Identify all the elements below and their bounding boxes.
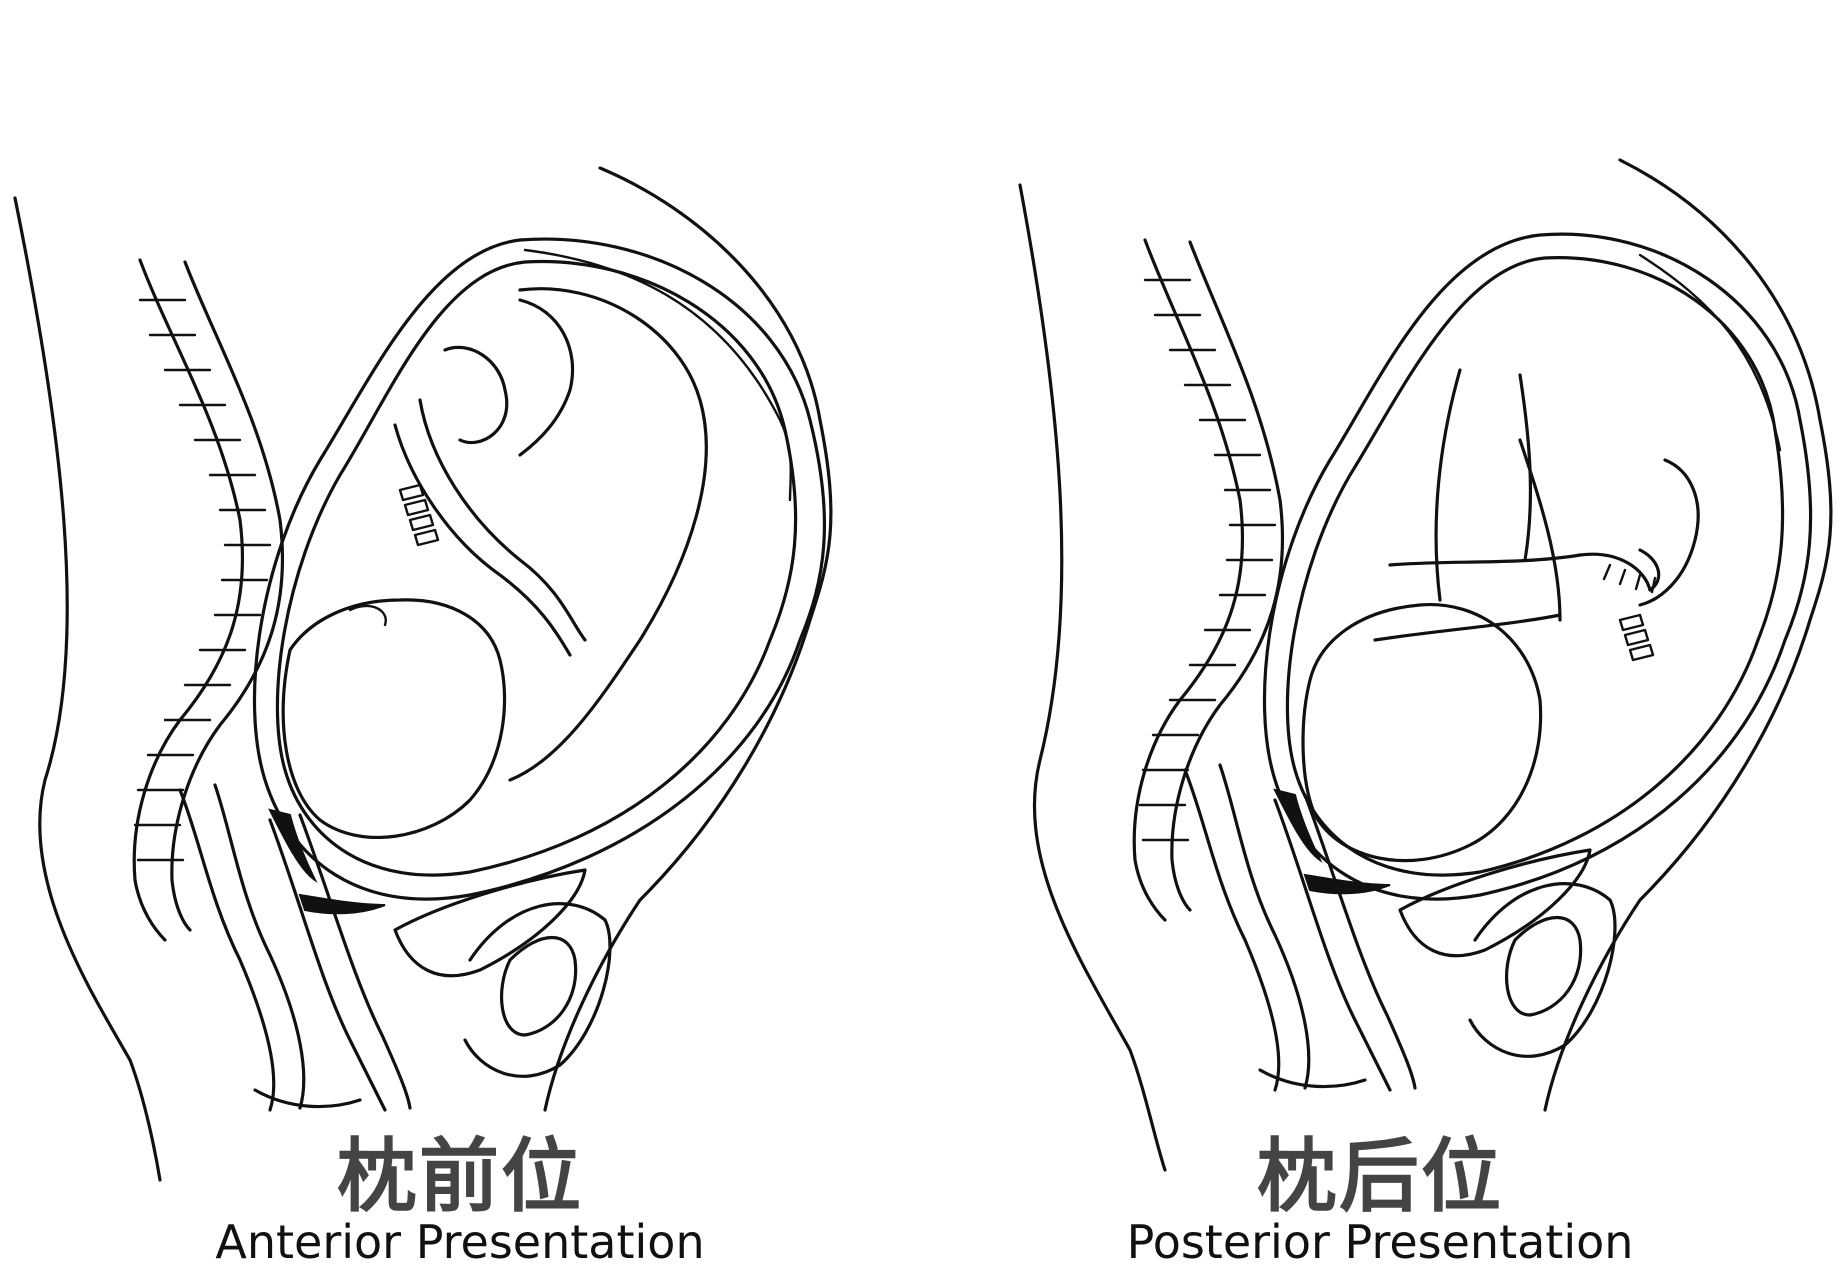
caption-en: Anterior Presentation — [215, 1215, 705, 1269]
perineum — [1258, 1068, 1367, 1089]
back-outline — [1018, 183, 1167, 1172]
fetal-arm-2 — [393, 423, 572, 657]
abdomen-outline — [1543, 158, 1833, 1112]
anterior-presentation-figure: 枕前位 Anterior Presentation — [13, 166, 833, 1269]
pubic-bone-outer — [1468, 882, 1617, 1058]
vagina-inner — [1303, 793, 1417, 1090]
fetal-trunk — [1434, 368, 1562, 622]
fetal-arm — [1388, 552, 1652, 592]
fetal-ear — [348, 604, 387, 627]
cervix — [1273, 788, 1323, 863]
placenta-line — [523, 248, 792, 502]
fetal-arm-2 — [1373, 613, 1562, 642]
cervix-2 — [1303, 873, 1391, 895]
uterus-outer — [1262, 232, 1813, 901]
rectum-outer — [178, 788, 276, 1112]
caption-en: Posterior Presentation — [1126, 1215, 1634, 1269]
bladder — [393, 868, 587, 978]
fetal-leg — [1638, 458, 1700, 607]
vagina-inner — [298, 813, 412, 1110]
placenta-line — [1638, 253, 1782, 452]
uterus-outer — [252, 237, 827, 901]
uterus-inner — [275, 259, 798, 877]
rectum-outer — [1183, 768, 1281, 1092]
anterior-presentation-drawing — [13, 166, 833, 1182]
fetal-head — [1301, 603, 1543, 863]
vagina-outer — [1273, 798, 1392, 1092]
bladder — [1398, 848, 1592, 958]
fetal-hand — [398, 483, 440, 547]
pubic-bone — [499, 936, 578, 1037]
fetal-toes — [1602, 563, 1657, 594]
back-outline — [13, 196, 162, 1182]
fetal-arm — [418, 398, 587, 642]
posterior-presentation-figure: 枕后位 Posterior Presentation — [920, 0, 1840, 1280]
fetal-thigh — [1518, 373, 1533, 562]
perineum — [253, 1088, 362, 1109]
cervix — [268, 808, 318, 883]
vertebrae — [133, 298, 272, 862]
vertebrae — [1138, 278, 1277, 842]
spine — [1132, 238, 1244, 922]
rectum-inner — [213, 783, 306, 1110]
fetal-leg — [443, 345, 509, 445]
rectum-inner — [1218, 763, 1311, 1090]
spine-2 — [1170, 240, 1285, 912]
fetal-knee — [518, 298, 575, 457]
fetal-head — [281, 598, 507, 839]
cervix-2 — [298, 893, 386, 915]
fetal-back — [508, 287, 708, 782]
fetal-hand — [1618, 613, 1655, 662]
spine — [132, 258, 245, 942]
pubic-bone — [1504, 916, 1583, 1017]
caption-cn: 枕前位 — [337, 1130, 583, 1223]
pubic-bone-outer — [463, 902, 612, 1078]
spine-2 — [170, 260, 285, 932]
vagina-outer — [268, 818, 387, 1112]
uterus-inner — [1285, 256, 1785, 877]
caption-cn: 枕后位 — [1257, 1130, 1503, 1223]
posterior-presentation-drawing — [1018, 158, 1833, 1172]
